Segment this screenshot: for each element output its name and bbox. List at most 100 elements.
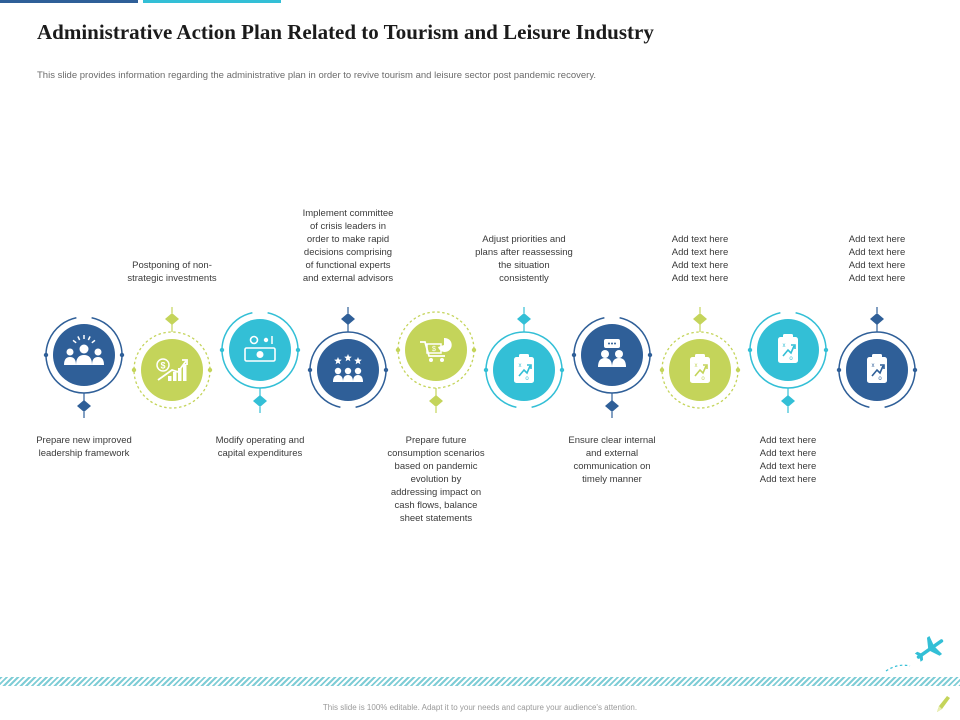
step-diamond bbox=[870, 313, 884, 325]
timeline-step-10: xo bbox=[836, 307, 918, 408]
svg-text:x: x bbox=[519, 363, 522, 369]
timeline-step-6: xo bbox=[483, 307, 565, 408]
slide-subtitle: This slide provides information regardin… bbox=[37, 70, 597, 81]
ring-dot-right bbox=[559, 367, 565, 373]
ring-dot-left bbox=[571, 352, 577, 358]
step-ring bbox=[309, 331, 387, 408]
step-1-text: Prepare new improved leadership framework bbox=[19, 434, 149, 460]
step-text-line: Add text here bbox=[759, 461, 817, 472]
step-diamond bbox=[605, 400, 619, 412]
step-text-line: Add text here bbox=[671, 260, 729, 271]
ring-dot-left bbox=[43, 352, 49, 358]
footer-note: This slide is 100% editable. Adapt it to… bbox=[322, 703, 638, 712]
timeline-step-9: xo bbox=[747, 312, 829, 413]
step-diamond bbox=[781, 395, 795, 407]
top-accent-bar-right bbox=[143, 0, 281, 3]
step-text-line: sheet statements bbox=[399, 513, 473, 524]
step-text-line: Prepare new improved bbox=[36, 435, 132, 446]
step-text-line: order to make rapid bbox=[306, 234, 390, 245]
step-diamond bbox=[341, 313, 355, 325]
ring-dot-left bbox=[659, 367, 665, 373]
svg-text:x: x bbox=[783, 343, 786, 349]
ring-dot-right bbox=[119, 352, 125, 358]
timeline-step-7 bbox=[571, 317, 653, 418]
step-text-line: strategic investments bbox=[127, 273, 217, 284]
strategy-clipboard-icon: xo bbox=[778, 334, 798, 363]
step-circle bbox=[405, 319, 467, 381]
cart-pie-chart-icon: $ bbox=[420, 337, 452, 362]
step-text-line: Add text here bbox=[848, 247, 906, 258]
star-team-icon bbox=[333, 354, 363, 382]
step-diamond bbox=[253, 395, 267, 407]
strategy-clipboard-icon: xo bbox=[690, 354, 710, 383]
step-diamond bbox=[429, 395, 443, 407]
step-text-line: consistently bbox=[499, 273, 549, 284]
ring-dot-right bbox=[471, 347, 477, 353]
svg-text:o: o bbox=[701, 376, 705, 382]
svg-text:$: $ bbox=[160, 361, 165, 371]
step-text-line: consumption scenarios bbox=[387, 448, 485, 459]
svg-text:x: x bbox=[695, 363, 698, 369]
strategy-clipboard-icon: xo bbox=[867, 354, 887, 383]
svg-text:x: x bbox=[872, 363, 875, 369]
ring-dot-left bbox=[219, 347, 225, 353]
step-text-line: Add text here bbox=[848, 273, 906, 284]
step-ring bbox=[838, 331, 916, 408]
step-diamond bbox=[77, 400, 91, 412]
airplane-icon bbox=[885, 635, 944, 672]
ring-dot-right bbox=[207, 367, 213, 373]
svg-text:o: o bbox=[789, 356, 793, 362]
step-text-line: Modify operating and bbox=[215, 435, 305, 446]
step-text-line: Add text here bbox=[671, 234, 729, 245]
ring-dot-left bbox=[307, 367, 313, 373]
team-leader-icon bbox=[64, 335, 104, 365]
ring-dot-right bbox=[735, 367, 741, 373]
step-text-line: capital expenditures bbox=[217, 448, 303, 459]
ring-dot-left bbox=[395, 347, 401, 353]
ring-dot-right bbox=[295, 347, 301, 353]
ring-dot-left bbox=[747, 347, 753, 353]
timeline-step-1 bbox=[43, 317, 125, 418]
step-6-text: Adjust priorities and plans after reasses… bbox=[459, 233, 589, 285]
step-text-line: decisions comprising bbox=[303, 247, 393, 258]
step-text-line: leadership framework bbox=[38, 448, 130, 459]
step-text-line: addressing impact on bbox=[390, 487, 482, 498]
step-text-line: based on pandemic bbox=[394, 461, 478, 472]
footer-stripe-band bbox=[0, 677, 960, 686]
money-settings-icon bbox=[244, 335, 276, 362]
ring-dot-right bbox=[912, 367, 918, 373]
step-text-line: Postponing of non- bbox=[132, 260, 212, 271]
ring-dot-right bbox=[647, 352, 653, 358]
timeline-step-3 bbox=[219, 312, 301, 413]
step-text-line: timely manner bbox=[582, 474, 642, 485]
timeline-step-8: xo bbox=[659, 307, 741, 409]
top-accent-bar-left bbox=[0, 0, 138, 3]
step-text-line: Add text here bbox=[759, 474, 817, 485]
communication-meeting-icon bbox=[598, 339, 626, 367]
step-text-line: Implement committee bbox=[302, 208, 394, 219]
timeline-step-5: $ bbox=[395, 311, 477, 413]
step-text-line: evolution by bbox=[410, 474, 462, 485]
step-diamond bbox=[693, 313, 707, 325]
step-circle bbox=[229, 319, 291, 381]
dollar-growth-chart-icon: $ bbox=[156, 358, 188, 381]
step-text-line: plans after reassessing bbox=[475, 247, 573, 258]
strategy-clipboard-icon: xo bbox=[514, 354, 534, 383]
step-text-line: of crisis leaders in bbox=[309, 221, 387, 232]
step-4-text: Implement committee of crisis leaders in o… bbox=[283, 207, 413, 285]
step-text-line: Add text here bbox=[759, 448, 817, 459]
step-text-line: Adjust priorities and bbox=[482, 234, 566, 245]
step-text-line: and external bbox=[585, 448, 639, 459]
step-text-line: and external advisors bbox=[302, 273, 394, 284]
ring-dot-right bbox=[383, 367, 389, 373]
step-ring bbox=[749, 312, 827, 389]
step-diamond bbox=[165, 313, 179, 325]
step-text-line: Add text here bbox=[759, 435, 817, 446]
svg-text:$: $ bbox=[432, 346, 436, 353]
step-2-text: Postponing of non-strategic investments bbox=[107, 259, 237, 285]
step-text-line: Add text here bbox=[671, 247, 729, 258]
